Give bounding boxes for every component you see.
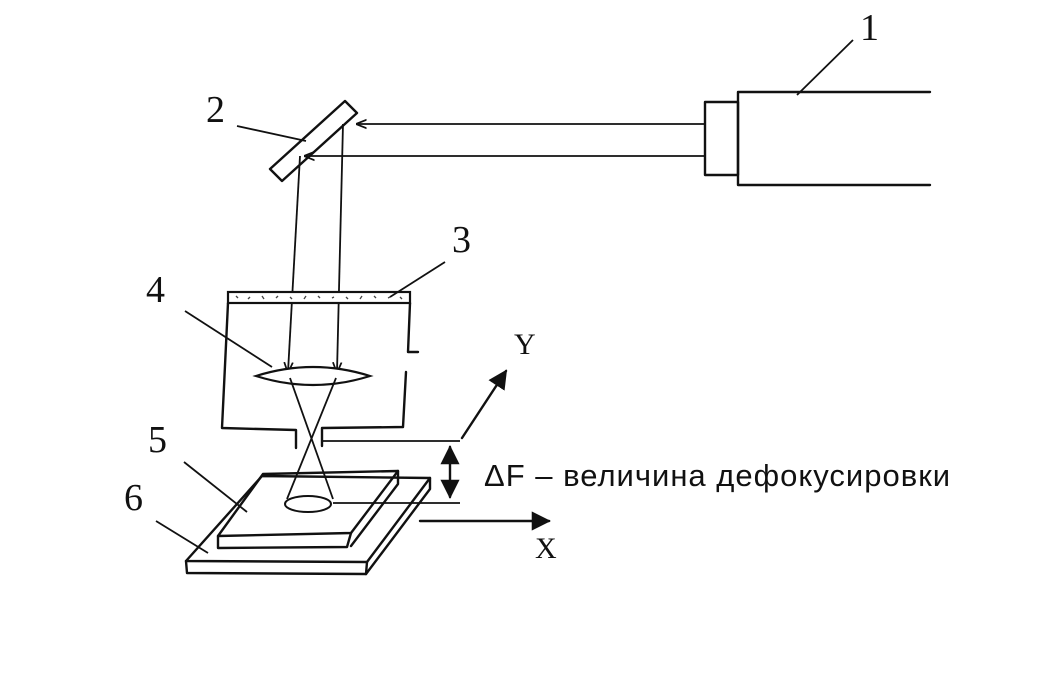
label-6: 6 (124, 477, 143, 519)
label-5: 5 (148, 419, 167, 461)
axis-y-label: Y (514, 328, 536, 361)
leader-lines (155, 39, 854, 554)
vertical-beam (288, 123, 344, 372)
laser-source (703, 90, 932, 187)
label-4: 4 (146, 269, 165, 311)
label-1: 1 (860, 7, 879, 49)
defocus-caption: ΔF – величина дефокусировки (484, 458, 951, 493)
beam-cone (284, 377, 337, 513)
axis-x-label: X (535, 532, 557, 565)
defocus-dimension (323, 440, 460, 504)
mirror (268, 99, 359, 183)
label-2: 2 (206, 89, 225, 131)
axis-arrows (418, 369, 551, 531)
focusing-lens (252, 365, 374, 387)
horizontal-beam (305, 124, 705, 156)
workpiece (216, 469, 400, 550)
label-3: 3 (452, 219, 471, 261)
focusing-head (220, 290, 420, 450)
